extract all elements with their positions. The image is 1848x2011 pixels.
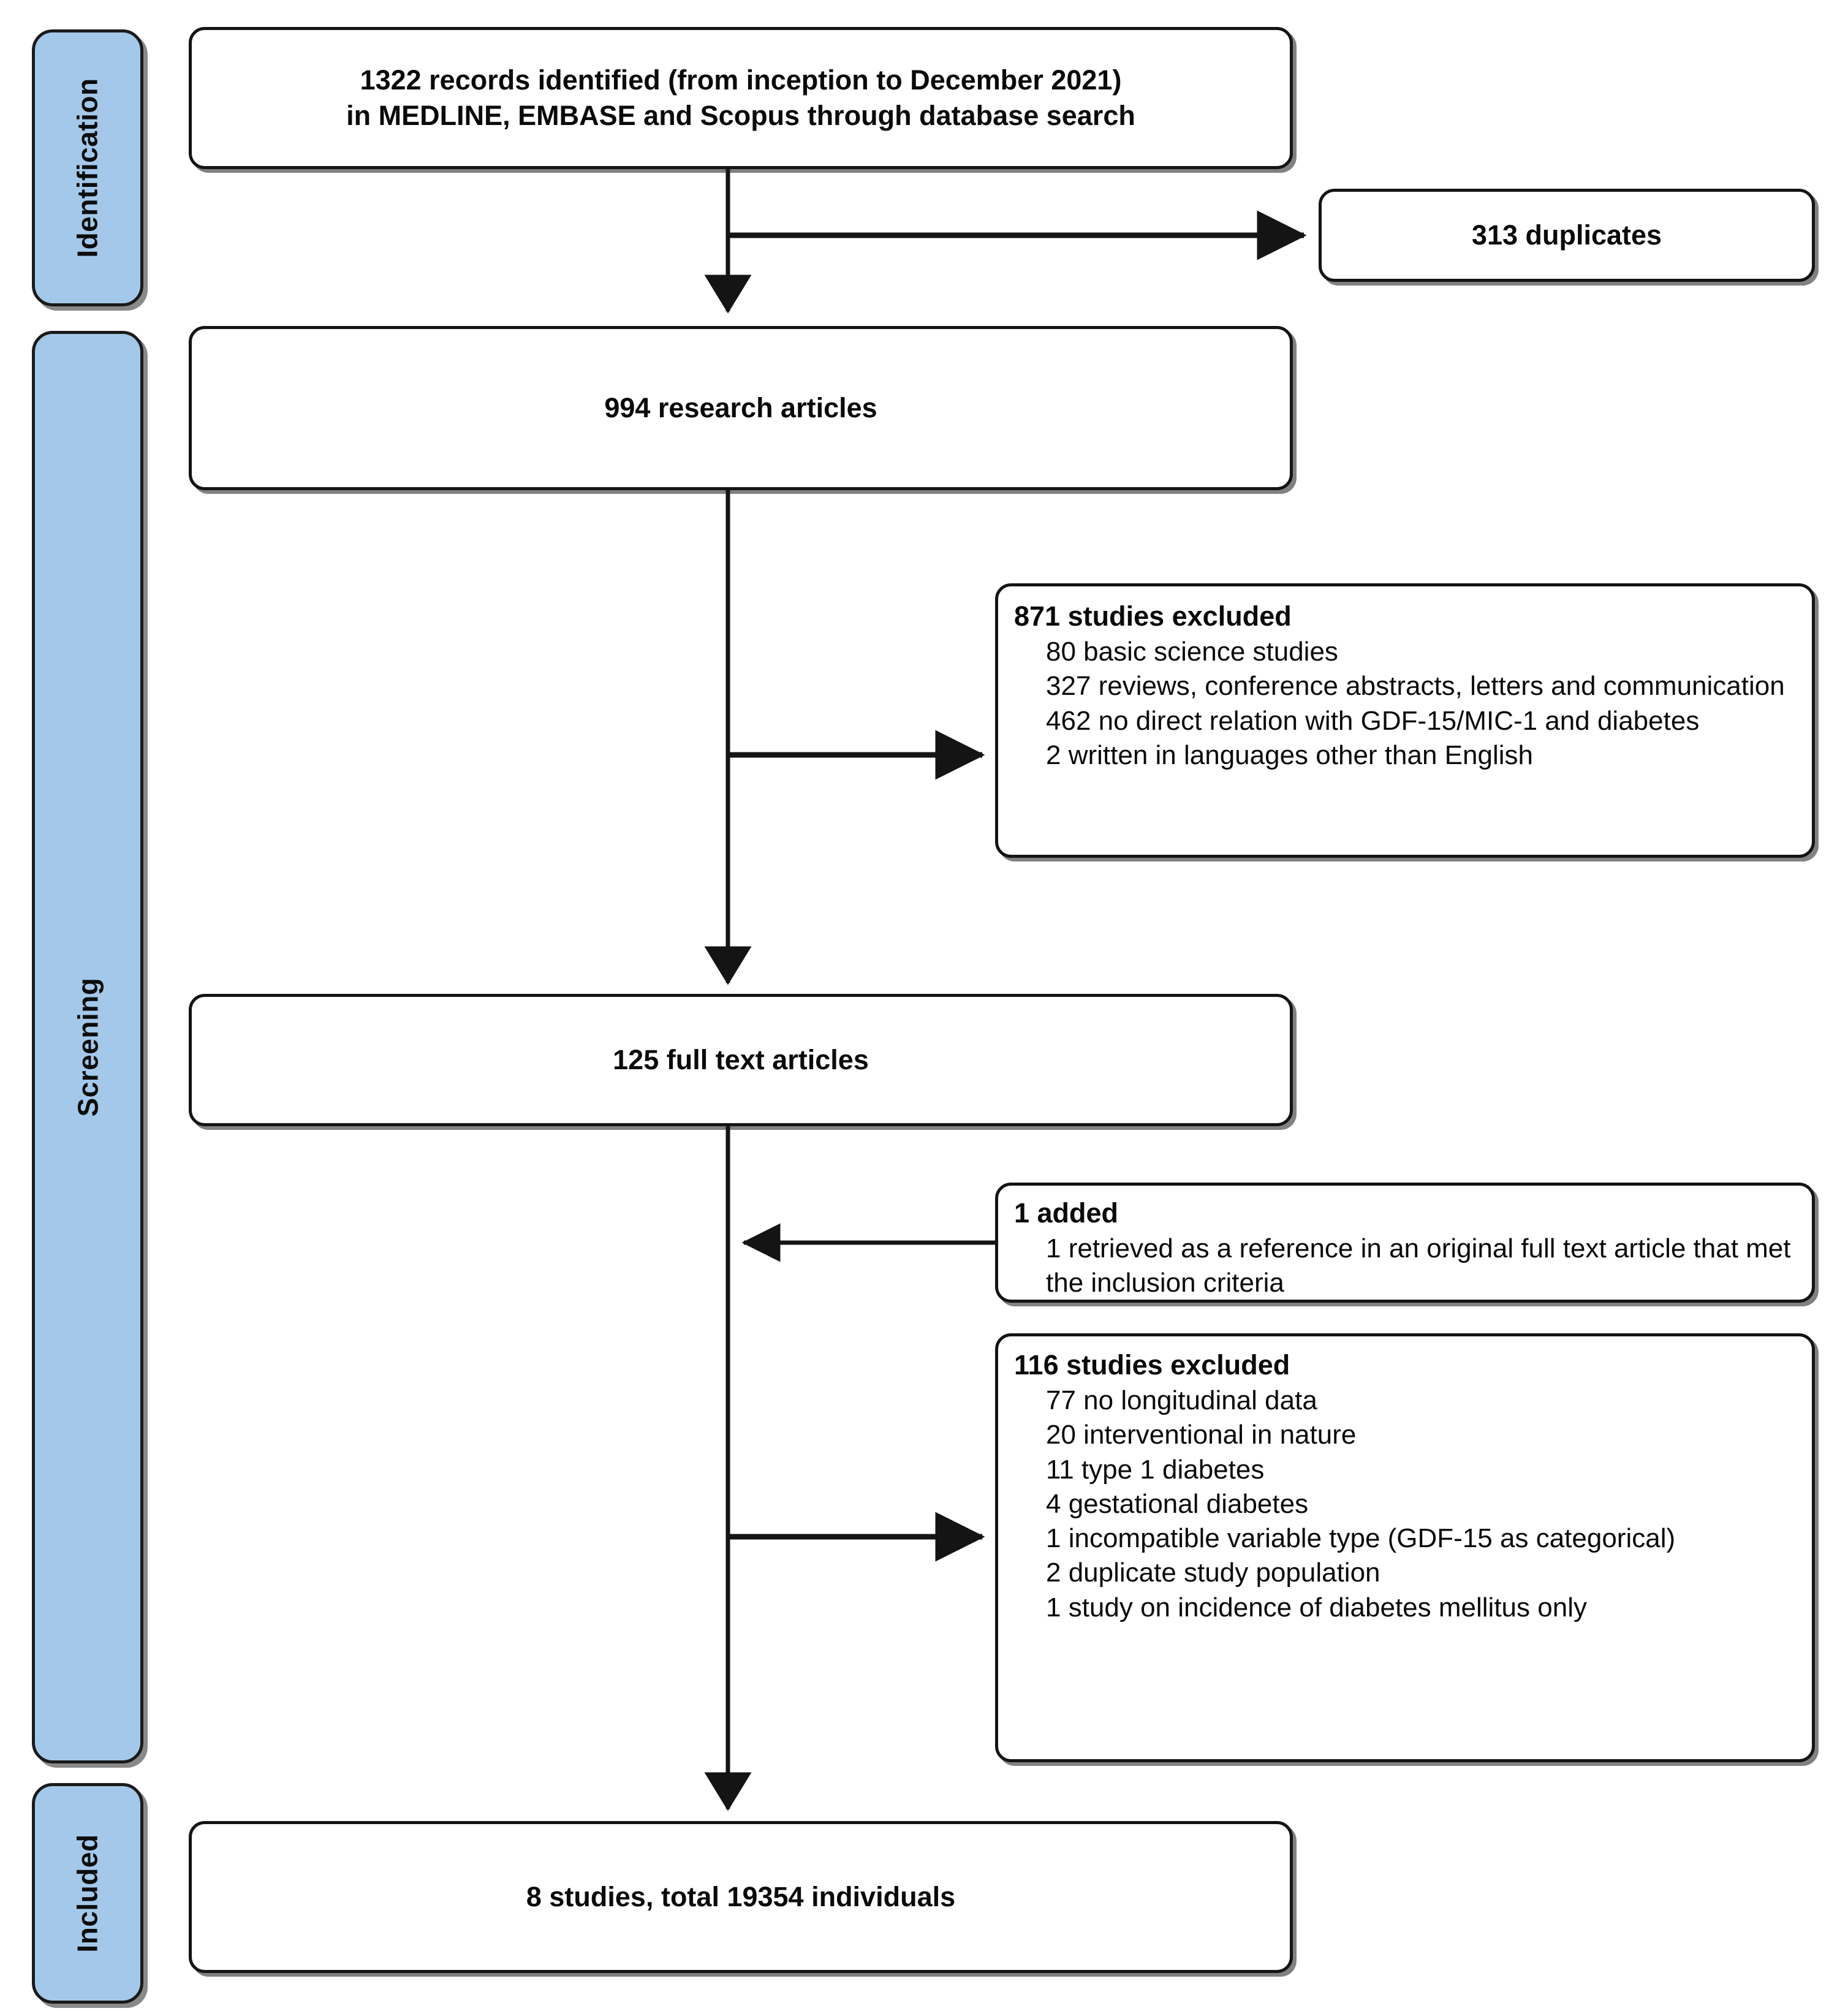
excluded-871-reason-2: 327 reviews, conference abstracts, lette… bbox=[1046, 671, 1785, 702]
node-added-1: 1 added 1 retrieved as a reference in an… bbox=[995, 1183, 1815, 1303]
excluded-116-reason-2: 20 interventional in nature bbox=[1046, 1420, 1357, 1450]
excluded-116-reason-1: 77 no longitudinal data bbox=[1046, 1385, 1317, 1415]
phase-label-screening: Screening bbox=[72, 977, 104, 1117]
added-1-heading: 1 added bbox=[1014, 1197, 1119, 1229]
phase-label-identification: Identification bbox=[72, 78, 104, 258]
phase-bar-identification: Identification bbox=[32, 29, 143, 306]
included-final-label: 8 studies, total 19354 individuals bbox=[526, 1881, 956, 1913]
node-full-text-articles: 125 full text articles bbox=[189, 994, 1293, 1126]
phase-label-included: Included bbox=[72, 1834, 104, 1953]
records-identified-text: 1322 records identified (from inception … bbox=[346, 62, 1135, 133]
records-identified-line1: 1322 records identified (from inception … bbox=[360, 64, 1122, 96]
excluded-871-reason-4: 2 written in languages other than Englis… bbox=[1046, 740, 1533, 770]
excluded-871-reason-3: 462 no direct relation with GDF-15/MIC-1… bbox=[1046, 705, 1700, 736]
excluded-871-heading: 871 studies excluded bbox=[1014, 600, 1292, 632]
records-identified-line2: in MEDLINE, EMBASE and Scopus through da… bbox=[346, 100, 1135, 131]
added-1-reasons: 1 retrieved as a reference in an origina… bbox=[1046, 1232, 1796, 1301]
excluded-116-heading: 116 studies excluded bbox=[1014, 1349, 1290, 1380]
excluded-116-reason-7: 1 study on incidence of diabetes mellitu… bbox=[1046, 1592, 1587, 1623]
phase-bar-screening: Screening bbox=[32, 331, 143, 1763]
node-duplicates: 313 duplicates bbox=[1319, 189, 1815, 282]
node-excluded-116: 116 studies excluded 77 no longitudinal … bbox=[995, 1333, 1815, 1762]
node-excluded-871: 871 studies excluded 80 basic science st… bbox=[995, 583, 1815, 858]
phase-bar-included: Included bbox=[32, 1783, 143, 2004]
excluded-871-reason-1: 80 basic science studies bbox=[1046, 636, 1338, 667]
full-text-articles-label: 125 full text articles bbox=[613, 1044, 869, 1076]
excluded-116-reason-5: 1 incompatible variable type (GDF-15 as … bbox=[1046, 1523, 1676, 1554]
excluded-871-reasons: 80 basic science studies 327 reviews, co… bbox=[1046, 635, 1796, 773]
excluded-116-reason-4: 4 gestational diabetes bbox=[1046, 1488, 1309, 1519]
added-1-reason-1: 1 retrieved as a reference in an origina… bbox=[1046, 1233, 1791, 1298]
node-records-identified: 1322 records identified (from inception … bbox=[189, 27, 1293, 169]
excluded-116-reason-3: 11 type 1 diabetes bbox=[1046, 1454, 1265, 1485]
research-articles-label: 994 research articles bbox=[604, 392, 877, 424]
excluded-116-reasons: 77 no longitudinal data 20 interventiona… bbox=[1046, 1384, 1796, 1625]
excluded-116-reason-6: 2 duplicate study population bbox=[1046, 1558, 1380, 1588]
duplicates-label: 313 duplicates bbox=[1471, 219, 1662, 251]
node-research-articles: 994 research articles bbox=[189, 326, 1293, 490]
node-included-final: 8 studies, total 19354 individuals bbox=[189, 1821, 1293, 1973]
